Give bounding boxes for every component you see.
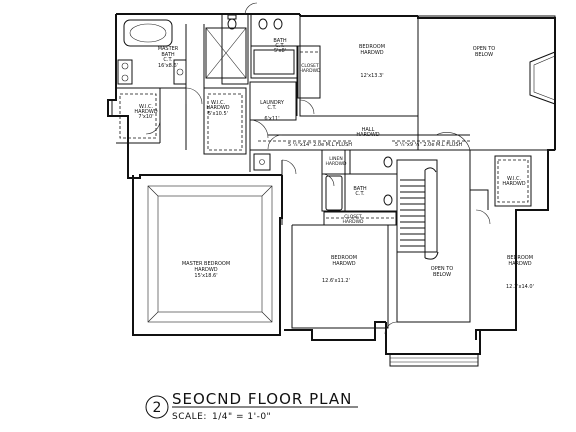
flush-note-right: 5 ¼"x9 ¼" 2.0e M.L FLUSH	[395, 142, 463, 148]
bath-top-name: BATH	[273, 38, 287, 44]
bedroom-right-name: BEDROOM	[507, 255, 533, 261]
wic-right-floor: HARDWD	[502, 181, 525, 187]
open-below-top-2: BELOW	[475, 52, 493, 58]
bedroom-right-floor: HARDWD	[508, 261, 531, 267]
master-bath-floor: C.T.	[163, 57, 173, 63]
master-bath-name: MASTER	[158, 46, 179, 52]
closet-mid-floor: HARDWD	[343, 219, 365, 225]
master-bath-size: 16'x8.6'	[158, 63, 178, 69]
interior-walls	[116, 13, 556, 329]
door-swings	[145, 2, 491, 335]
wic-mid-size: 5'x10.5'	[208, 111, 228, 117]
bath-top-size: 5'x8'	[274, 48, 286, 54]
stairs	[400, 167, 439, 260]
master-bedroom-name: MASTER BEDROOM	[182, 261, 230, 267]
scale-value: 1/4" = 1'-0"	[212, 412, 271, 422]
closet-top-name: CLOSET	[301, 63, 319, 69]
wic-mid-floor: HARDWD	[206, 105, 229, 111]
bedroom-right-size: 12.3'x14.0'	[506, 284, 534, 290]
laundry-name: LAUNDRY	[260, 100, 285, 106]
linen-name: LINEN	[329, 156, 342, 162]
room-labels: MASTER BATH C.T. 16'x8.6' BATH C.T. 5'x8…	[134, 38, 534, 290]
bay-window	[529, 51, 556, 105]
laundry-size: 6'x11'	[264, 116, 279, 122]
master-bath-name2: BATH	[161, 52, 175, 58]
bath-mid-name: BATH	[353, 186, 367, 192]
bedroom-mid-name: BEDROOM	[331, 255, 357, 261]
fixtures	[117, 14, 529, 219]
hall-floor: HARDWD	[356, 132, 379, 138]
open-below-mid-2: BELOW	[433, 272, 451, 278]
front-steps	[389, 353, 479, 367]
closet-top-floor: HARDWD	[300, 68, 322, 74]
tray-ceiling	[147, 185, 273, 323]
scale-label: SCALE:	[172, 412, 207, 422]
wic-right-name: W.I.C.	[507, 176, 522, 182]
plan-title: SEOCND FLOOR PLAN	[172, 390, 352, 408]
flush-note-left: 5 ¼"x14" 2.0e M.L FLUSH	[288, 142, 352, 148]
bath-top-floor: C.T.	[275, 43, 285, 49]
title-block: 2 SEOCND FLOOR PLAN SCALE: 1/4" = 1'-0"	[145, 390, 358, 422]
master-bedroom-floor: HARDWD	[194, 267, 217, 273]
bedroom-mid-size: 12.6'x11.2'	[322, 278, 350, 284]
wic-mid-name: W.I.C.	[211, 100, 226, 106]
closet-mid-name: CLOSET	[344, 214, 362, 220]
bedroom-top-name: BEDROOM	[359, 44, 385, 50]
hall-name: HALL	[362, 127, 375, 133]
plan-number: 2	[153, 400, 162, 416]
wic-left-floor: HARDWD	[134, 109, 157, 115]
bath-mid-floor: C.T.	[355, 191, 365, 197]
linen-floor: HARDWD	[326, 161, 348, 167]
bedroom-mid-floor: HARDWD	[332, 261, 355, 267]
master-bedroom-size: 15'x18.6'	[194, 273, 217, 279]
open-below-top-1: OPEN TO	[473, 46, 495, 52]
plan-number-circle	[145, 395, 169, 419]
wic-left-size: 7'x10'	[138, 114, 153, 120]
open-below-mid-1: OPEN TO	[431, 266, 453, 272]
wic-left-name: W.I.C.	[139, 104, 154, 110]
laundry-floor: C.T.	[267, 105, 277, 111]
bedroom-top-floor: HARDWD	[360, 50, 383, 56]
bedroom-top-size: 12'x13.3'	[360, 73, 383, 79]
